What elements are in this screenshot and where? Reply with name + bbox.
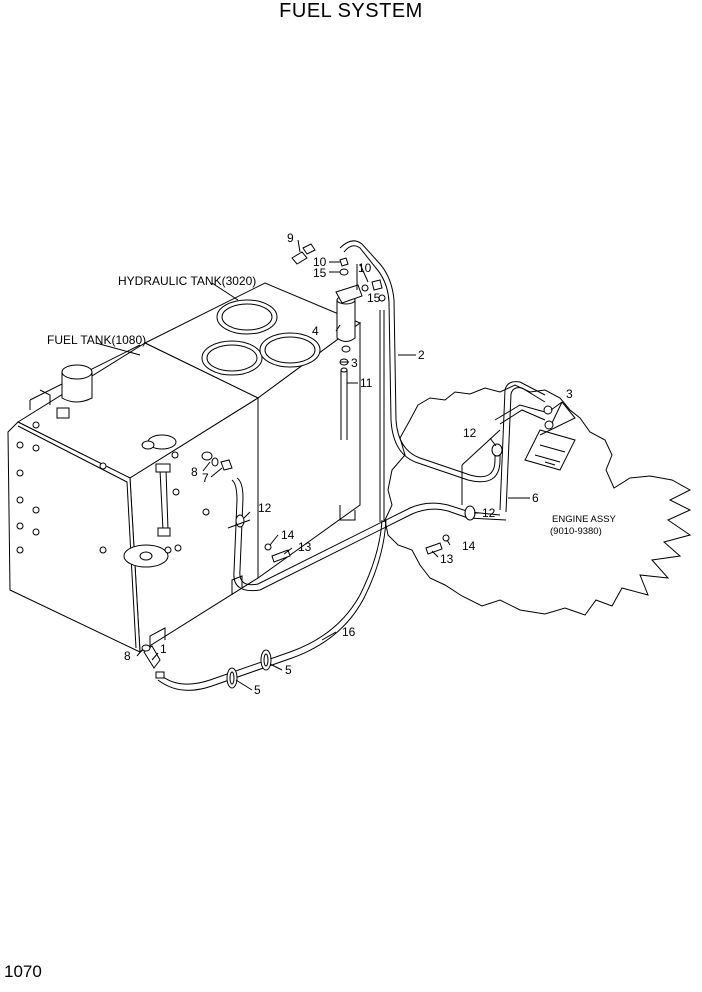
page-number: 1070: [4, 962, 42, 981]
fuel-lines: [157, 240, 546, 691]
label-engine-assy: ENGINE ASSY: [552, 514, 617, 525]
callout-3-separator: 3: [351, 356, 358, 370]
callout-5-left: 5: [254, 683, 261, 697]
callout-11: 11: [360, 376, 373, 390]
fuel-tank: [7, 342, 260, 653]
callout-5-right: 5: [285, 663, 292, 677]
callout-1: 1: [160, 642, 167, 656]
callout-8-top: 8: [191, 465, 198, 479]
callout-13-right: 13: [440, 552, 454, 566]
callout-15-right: 15: [367, 291, 381, 305]
callout-12-engine-top: 12: [463, 426, 477, 440]
callout-10-left: 10: [313, 255, 327, 269]
callout-12-left: 12: [258, 501, 272, 515]
page-title: FUEL SYSTEM: [279, 0, 423, 22]
small-parts: [141, 243, 554, 689]
callout-7: 7: [202, 471, 209, 485]
callout-3-engine: 3: [566, 387, 573, 401]
callout-2: 2: [418, 348, 425, 362]
callout-13-left: 13: [298, 540, 312, 554]
label-hydraulic-tank: HYDRAULIC TANK(3020): [118, 274, 256, 288]
engine-assembly-outline: [384, 384, 692, 616]
callout-4: 4: [312, 324, 319, 338]
callout-15-left: 15: [313, 266, 327, 280]
labels: HYDRAULIC TANK(3020) FUEL TANK(1080) ENG…: [47, 231, 617, 697]
callout-14-right: 14: [462, 539, 476, 553]
callout-10-right: 10: [358, 261, 372, 275]
label-fuel-tank: FUEL TANK(1080): [47, 333, 146, 347]
callout-6: 6: [532, 491, 539, 505]
label-engine-assy-range: (9010-9380): [550, 526, 602, 537]
hydraulic-tank: [143, 282, 362, 579]
callout-16: 16: [342, 625, 356, 639]
callout-8-bottom: 8: [124, 649, 131, 663]
leader-lines: [95, 239, 576, 691]
callout-12-engine-bottom: 12: [482, 506, 496, 520]
callout-14-left: 14: [281, 528, 295, 542]
callout-9: 9: [287, 231, 294, 245]
